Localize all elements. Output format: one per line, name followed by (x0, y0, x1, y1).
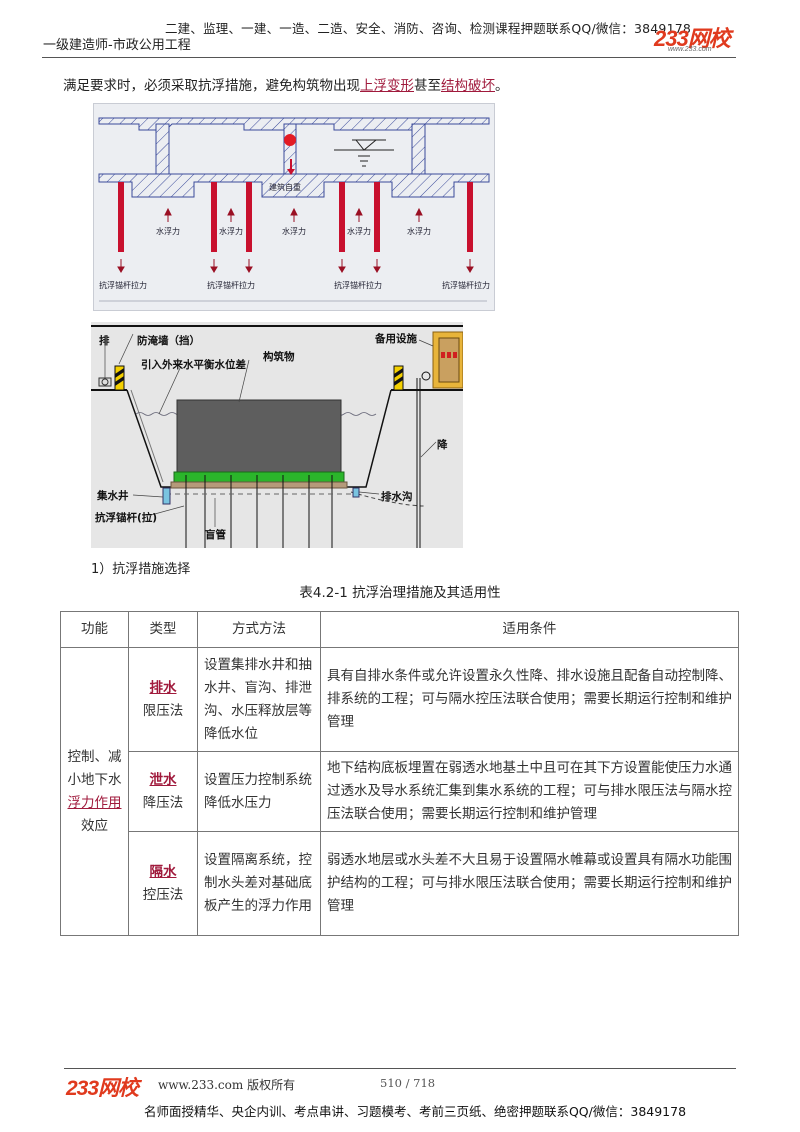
type-rest: 降压法 (142, 794, 184, 811)
footer-divider (64, 1068, 736, 1069)
intro-text-mid: 甚至 (414, 78, 441, 94)
link-upward-deformation[interactable]: 上浮变形 (360, 78, 414, 94)
table-row: 隔水 控压法 设置隔离系统，控制水头差对基础底板产生的浮力作用 弱透水地层或水头… (61, 831, 739, 936)
brand-logo-url: www.233.com (668, 46, 712, 53)
label-ditch: 排水沟 (381, 490, 413, 503)
brand-logo: 233网校 (654, 26, 731, 51)
footer-promo: 名师面授精华、央企内训、考点串讲、习题模考、考前三页纸、绝密押题联系QQ/微信：… (143, 1104, 687, 1119)
label-lower: 降 (437, 438, 448, 451)
svg-text:水浮力: 水浮力 (407, 226, 431, 236)
link-structural-damage[interactable]: 结构破坏 (441, 78, 495, 94)
condition-cell: 弱透水地层或水头差不大且易于设置隔水帷幕或设置具有隔水功能围护结构的工程；可与排… (320, 831, 739, 936)
label-blind-pipe: 盲管 (205, 528, 226, 541)
page-number: 510 / 718 (380, 1076, 436, 1090)
method-cell: 设置集排水井和抽水井、盲沟、排泄沟、水压释放层等降低水位 (197, 647, 321, 752)
anti-flotation-table: 功能 类型 方式方法 适用条件 控制、减小地下水浮力作用效应 排水 限压法 设置… (60, 611, 739, 936)
label-anchor-tension: 抗浮锚杆拉力 (99, 280, 147, 290)
svg-text:水浮力: 水浮力 (282, 226, 306, 236)
label-drain: 排 (99, 334, 110, 347)
svg-text:水浮力: 水浮力 (347, 226, 371, 236)
type-rest: 控压法 (142, 886, 184, 903)
table-caption: 表4.2-1 抗浮治理措施及其适用性 (299, 585, 501, 601)
function-text-post: 效应 (81, 817, 108, 834)
footer-logo: 233网校 (66, 1077, 139, 1100)
label-flood-wall: 防淹墙（挡） (137, 334, 200, 347)
intro-text-after: 。 (495, 78, 509, 94)
header-subject: 一级建造师-市政公用工程 (43, 38, 191, 53)
table-row: 泄水 降压法 设置压力控制系统降低水压力 地下结构底板埋置在弱透水地基土中且可在… (61, 751, 739, 832)
type-cell: 隔水 控压法 (128, 831, 198, 936)
buoyancy-diagram-svg: 建筑自重 (98, 117, 490, 302)
label-water-balance: 引入外来水平衡水位差 (141, 358, 246, 371)
col-header-method: 方式方法 (197, 611, 321, 648)
function-text-pre: 控制、减小地下水 (67, 748, 122, 788)
label-backup: 备用设施 (374, 332, 417, 345)
type-cell: 排水 限压法 (128, 647, 198, 752)
svg-text:抗浮锚杆拉力: 抗浮锚杆拉力 (207, 280, 255, 290)
footer-copyright: www.233.com 版权所有 (158, 1078, 296, 1092)
svg-text:水浮力: 水浮力 (219, 226, 243, 236)
condition-cell: 地下结构底板埋置在弱透水地基土中且可在其下方设置能使压力水通过透水及导水系统汇集… (320, 751, 739, 832)
header-promo: 二建、监理、一建、一造、二造、安全、消防、咨询、检测课程押题联系QQ/微信：38… (164, 21, 692, 36)
anti-flotation-measures-diagram: 排 防淹墙（挡） 引入外来水平衡水位差 构筑物 备用设施 降 集水井 抗浮锚杆(… (91, 322, 464, 548)
intro-paragraph: 满足要求时，必须采取抗浮措施，避免构筑物出现上浮变形甚至结构破坏。 (63, 74, 509, 94)
table-row: 控制、减小地下水浮力作用效应 排水 限压法 设置集排水井和抽水井、盲沟、排泄沟、… (60, 647, 739, 936)
table-header-row: 功能 类型 方式方法 适用条件 (60, 611, 739, 648)
label-buoyancy: 水浮力 (156, 226, 180, 236)
type-rest: 限压法 (142, 702, 184, 719)
method-cell: 设置隔离系统，控制水头差对基础底板产生的浮力作用 (197, 831, 321, 936)
svg-text:抗浮锚杆拉力: 抗浮锚杆拉力 (442, 280, 490, 290)
intro-text-before: 满足要求时，必须采取抗浮措施，避免构筑物出现 (63, 78, 360, 94)
function-cell: 控制、减小地下水浮力作用效应 (60, 647, 129, 936)
condition-cell: 具有自排水条件或允许设置永久性降、排水设施且配备自动控制降、排系统的工程；可与隔… (320, 647, 739, 752)
label-structure: 构筑物 (263, 350, 295, 363)
svg-text:抗浮锚杆拉力: 抗浮锚杆拉力 (334, 280, 382, 290)
section-title: 1）抗浮措施选择 (91, 562, 191, 577)
measures-diagram-svg: 排 防淹墙（挡） 引入外来水平衡水位差 构筑物 备用设施 降 集水井 抗浮锚杆(… (91, 325, 464, 548)
col-header-condition: 适用条件 (320, 611, 739, 648)
col-header-function: 功能 (60, 611, 129, 648)
link-pressure-relief[interactable]: 泄水 (149, 771, 177, 788)
type-cell: 泄水 降压法 (128, 751, 198, 832)
label-self-weight: 建筑自重 (269, 182, 301, 192)
link-buoyancy-effect[interactable]: 浮力作用 (67, 794, 122, 811)
label-anchor: 抗浮锚杆(拉) (95, 511, 157, 524)
method-cell: 设置压力控制系统降低水压力 (197, 751, 321, 832)
link-water-isolation[interactable]: 隔水 (149, 863, 177, 880)
buoyancy-force-diagram: 建筑自重 (93, 103, 495, 311)
col-header-type: 类型 (128, 611, 198, 648)
label-sump: 集水井 (96, 489, 129, 502)
link-drainage[interactable]: 排水 (149, 679, 177, 696)
header-divider (42, 57, 736, 58)
